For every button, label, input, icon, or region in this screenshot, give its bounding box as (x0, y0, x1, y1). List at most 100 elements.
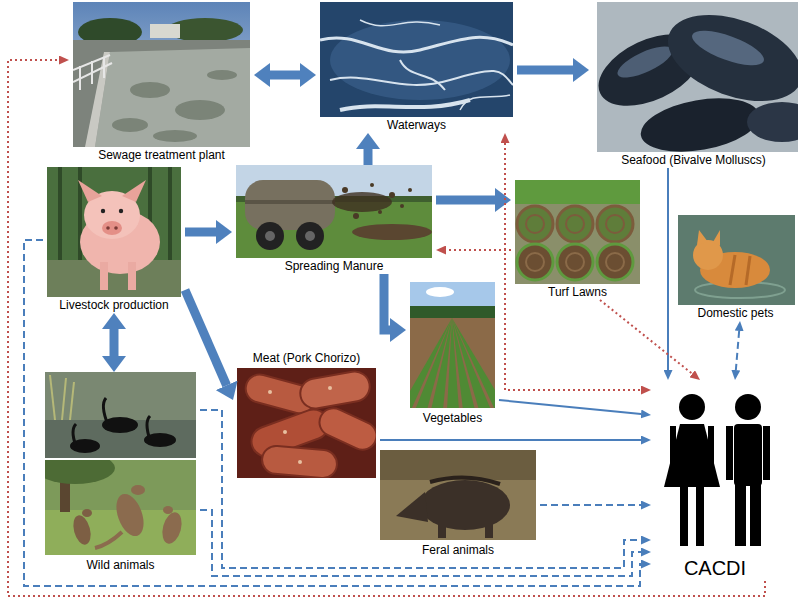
wild-birds-picture-part (103, 398, 108, 425)
node-caption: Wild animals (41, 557, 200, 573)
photo-node: Sewage treatment plant (69, 2, 254, 163)
block-arrow (185, 228, 216, 237)
sewage-plant-picture-part (73, 2, 250, 147)
pig-picture (47, 167, 181, 297)
photo-node: Turf Lawns (511, 180, 644, 300)
manure-spreader-picture-part (332, 192, 392, 212)
person-figures-part (680, 487, 688, 546)
turf-rolls-picture-part (526, 215, 544, 233)
turf-rolls-picture-part (557, 206, 593, 242)
photo-node: Livestock production (43, 167, 185, 313)
feral-boar-picture-part (485, 520, 493, 538)
vegetable-field-picture-part (452, 318, 495, 408)
sewage-plant-picture-part (73, 40, 250, 147)
mussels-picture-part (688, 24, 768, 73)
mussels-picture-part (614, 40, 677, 83)
chorizo-picture-part (328, 386, 332, 390)
node-caption: Seafood (Bivalve Molluscs) (589, 152, 798, 168)
wild-birds-picture-part (45, 372, 196, 458)
waterways-picture-part (400, 60, 445, 90)
dotted-arrow (505, 143, 641, 390)
dotted-arrow (600, 300, 692, 374)
manure-spreader-picture-part (245, 200, 335, 204)
feral-boar-picture-part (430, 477, 500, 484)
photo-node: Domestic pets (673, 215, 798, 321)
kangaroos-picture-part (163, 506, 173, 514)
person-figures-part (750, 484, 761, 546)
person-figures-part (670, 426, 676, 468)
sewage-plant-picture-part (207, 70, 237, 80)
group-label: CACDI (651, 555, 779, 581)
pig-picture-part (100, 262, 108, 290)
feral-boar-picture-part (396, 492, 428, 522)
waterways-picture-part (360, 20, 440, 26)
people-node: CACDI (651, 380, 779, 581)
wild-birds-picture-part (70, 382, 74, 420)
pig-picture-part (168, 167, 172, 260)
waterways-picture-part (330, 20, 510, 100)
manure-spreader-picture-part (245, 180, 335, 230)
photo-node: Wild animals (41, 372, 200, 573)
manure-spreader-picture-part (352, 224, 432, 240)
waterways-picture-part (460, 95, 510, 110)
block-arrow (185, 290, 227, 385)
manure-spreader-picture-part (389, 192, 395, 198)
sewage-plant-picture-part (153, 130, 197, 142)
wild-birds-picture-part (147, 416, 150, 440)
person-figures-part (735, 484, 746, 546)
manure-spreader-picture-part (256, 222, 284, 250)
mussels-picture (597, 2, 798, 152)
pig-picture-part (78, 180, 102, 202)
waterways-picture (320, 2, 513, 117)
photo-node: Waterways (316, 2, 517, 133)
node-caption: Vegetables (406, 410, 499, 426)
waterways-picture-part (320, 37, 513, 52)
pig-picture-part (58, 167, 62, 260)
photo-node: Feral animals (376, 450, 540, 558)
cat-picture-part (730, 255, 735, 285)
manure-spreader-picture-part (353, 213, 359, 219)
chorizo-picture (237, 368, 376, 478)
node-caption: Domestic pets (673, 305, 798, 321)
sewage-plant-picture-part (79, 66, 81, 90)
feral-boar-picture (380, 450, 536, 540)
chorizo-picture-part (315, 404, 376, 455)
exposure-arrow (667, 168, 669, 370)
photo-node: Meat (Pork Chorizo) (233, 350, 380, 478)
dashed-arrow (736, 331, 739, 370)
node-caption: Spreading Manure (232, 258, 436, 274)
pig-picture-part (122, 180, 146, 202)
manure-spreader-picture-part (408, 188, 412, 192)
kangaroos-picture-part (111, 490, 149, 540)
sewage-plant-picture-part (130, 82, 170, 98)
pig-picture-part (119, 209, 123, 213)
block-arrow (517, 66, 573, 75)
block-arrow (436, 196, 495, 205)
node-caption: Livestock production (43, 297, 185, 313)
pig-picture-part (114, 226, 118, 230)
pig-picture-part (47, 167, 181, 297)
node-caption: Waterways (316, 117, 517, 133)
kangaroos-picture (45, 460, 196, 555)
pig-picture-part (128, 262, 136, 290)
dotted-arrow (446, 249, 511, 251)
node-caption: Feral animals (376, 542, 540, 558)
pig-picture-part (106, 226, 110, 230)
sewage-plant-picture-part (175, 100, 225, 120)
turf-rolls-picture-part (597, 206, 633, 242)
manure-spreader-picture-part (305, 231, 315, 241)
turf-rolls-picture-part (566, 215, 584, 233)
vegetable-field-picture-part (452, 318, 491, 408)
vegetable-field-picture-part (410, 318, 452, 408)
node-caption: Turf Lawns (511, 284, 644, 300)
turf-rolls-picture-part (566, 253, 584, 271)
turf-rolls-picture (515, 180, 640, 284)
kangaroos-picture-part (82, 509, 92, 517)
cat-picture-part (713, 230, 720, 246)
turf-rolls-picture-part (557, 244, 593, 280)
manure-spreader-picture-part (342, 187, 348, 193)
block-arrow (384, 274, 390, 330)
vegetable-field-picture (410, 282, 495, 408)
